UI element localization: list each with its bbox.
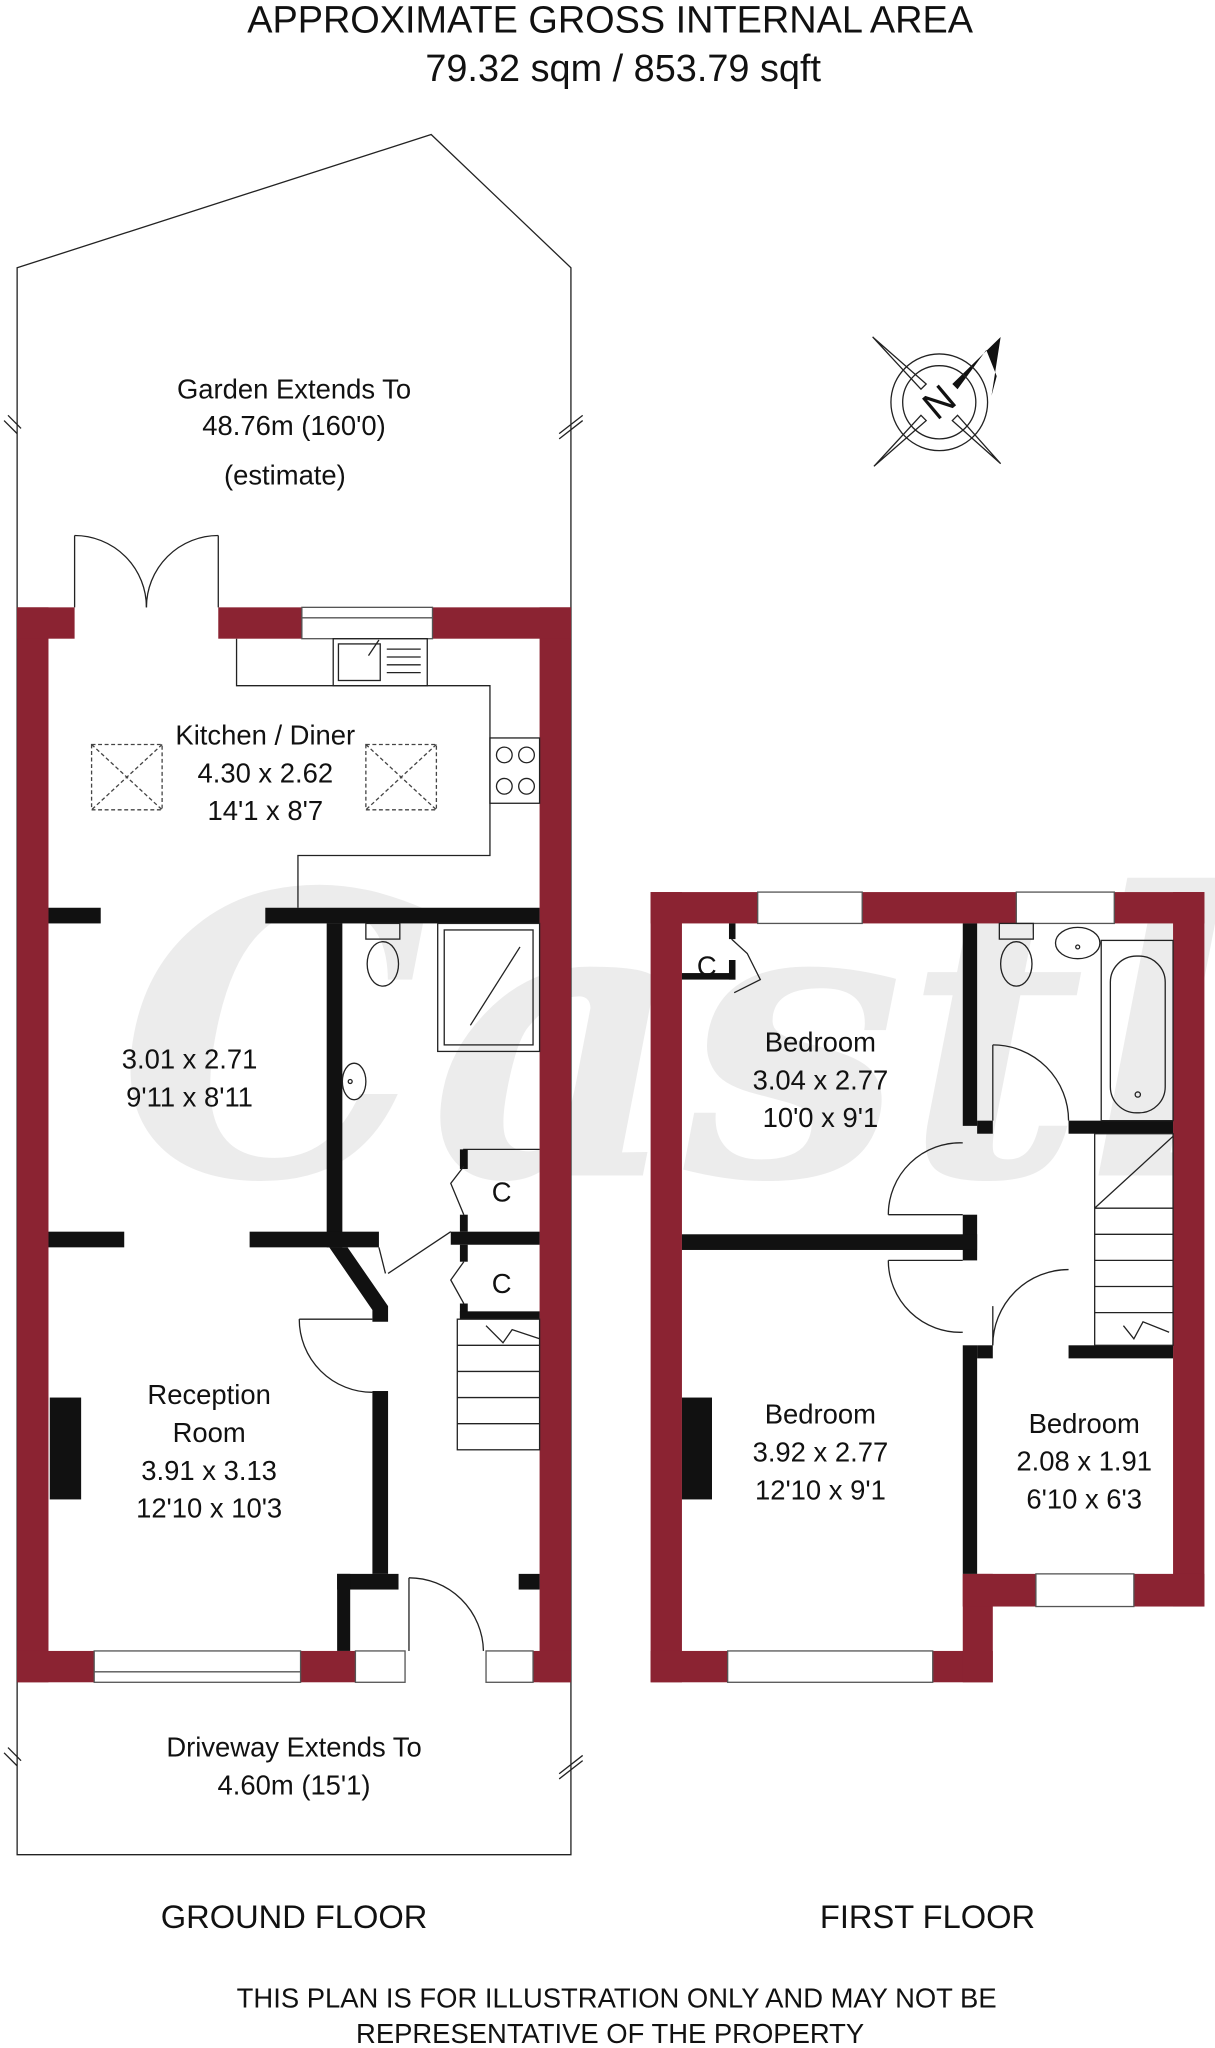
svg-text:Room: Room xyxy=(173,1417,246,1448)
driveway-label: Driveway Extends To 4.60m (15'1) xyxy=(166,1732,421,1801)
svg-text:Bedroom: Bedroom xyxy=(765,1026,876,1057)
svg-text:4.30 x 2.62: 4.30 x 2.62 xyxy=(197,757,333,788)
svg-text:C: C xyxy=(697,951,717,982)
svg-text:Kitchen / Diner: Kitchen / Diner xyxy=(175,719,355,750)
toilet-icon xyxy=(998,922,1034,987)
reception-label: Reception Room 3.91 x 3.13 12'10 x 10'3 xyxy=(136,1379,282,1524)
svg-text:2.08 x 1.91: 2.08 x 1.91 xyxy=(1016,1446,1152,1477)
ground-floor: Kitchen / Diner 4.30 x 2.62 14'1 x 8'7 C xyxy=(17,534,571,1801)
svg-text:3.01 x 2.71: 3.01 x 2.71 xyxy=(122,1043,258,1074)
garden-label: Garden Extends To 48.76m (160'0) (estima… xyxy=(177,373,411,490)
svg-text:Reception: Reception xyxy=(147,1379,270,1410)
ground-floor-label: GROUND FLOOR xyxy=(161,1898,428,1935)
door[interactable] xyxy=(887,1142,963,1216)
basin-icon xyxy=(1054,926,1101,960)
sink-icon xyxy=(332,638,428,687)
svg-text:Bedroom: Bedroom xyxy=(765,1399,876,1430)
svg-text:12'10 x 10'3: 12'10 x 10'3 xyxy=(136,1493,282,1524)
window xyxy=(1035,1573,1135,1608)
svg-text:4.60m (15'1): 4.60m (15'1) xyxy=(218,1770,371,1801)
svg-text:10'0 x 9'1: 10'0 x 9'1 xyxy=(763,1102,879,1133)
door[interactable] xyxy=(992,1268,1069,1346)
door[interactable] xyxy=(887,1259,963,1333)
svg-text:12'10 x 9'1: 12'10 x 9'1 xyxy=(755,1474,886,1505)
svg-text:3.92 x 2.77: 3.92 x 2.77 xyxy=(753,1437,889,1468)
svg-text:(estimate): (estimate) xyxy=(224,460,346,491)
window xyxy=(301,606,434,640)
window xyxy=(757,891,863,925)
svg-text:Bedroom: Bedroom xyxy=(1029,1408,1140,1439)
hob-icon xyxy=(489,737,541,804)
front-door[interactable] xyxy=(408,1577,485,1651)
door[interactable] xyxy=(378,1247,387,1274)
bath-icon xyxy=(1100,939,1174,1122)
kitchen-label: Kitchen / Diner 4.30 x 2.62 14'1 x 8'7 xyxy=(175,719,355,826)
bedroom-1-label: Bedroom 3.04 x 2.77 10'0 x 9'1 xyxy=(753,1026,889,1133)
disclaimer-line-1: THIS PLAN IS FOR ILLUSTRATION ONLY AND M… xyxy=(237,1983,997,2014)
svg-text:C: C xyxy=(492,1177,512,1208)
svg-text:3.91 x 3.13: 3.91 x 3.13 xyxy=(141,1455,277,1486)
first-floor: C xyxy=(650,891,1205,1683)
window xyxy=(1015,891,1115,925)
svg-text:3.04 x 2.77: 3.04 x 2.77 xyxy=(753,1064,889,1095)
svg-text:Garden Extends To: Garden Extends To xyxy=(177,373,411,404)
svg-text:9'11 x 8'11: 9'11 x 8'11 xyxy=(126,1081,253,1112)
svg-text:14'1 x 8'7: 14'1 x 8'7 xyxy=(207,795,323,826)
cupboard[interactable]: C xyxy=(449,1244,540,1320)
break-marks xyxy=(3,414,584,1780)
bedroom-2-label: Bedroom 3.92 x 2.77 12'10 x 9'1 xyxy=(753,1399,889,1506)
gross-area: 79.32 sqm / 853.79 sqft xyxy=(425,48,821,90)
french-doors[interactable] xyxy=(73,534,219,608)
skylight-icon xyxy=(90,743,438,811)
basin-icon xyxy=(341,1062,367,1101)
dining-label: 3.01 x 2.71 9'11 x 8'11 xyxy=(122,1043,258,1112)
toilet-icon xyxy=(365,922,401,987)
window xyxy=(727,1650,934,1683)
shower-icon xyxy=(437,922,541,1053)
svg-text:Driveway Extends To: Driveway Extends To xyxy=(166,1732,421,1763)
cupboard[interactable]: C xyxy=(681,923,762,994)
staircase xyxy=(1094,1133,1174,1346)
first-floor-label: FIRST FLOOR xyxy=(820,1898,1035,1935)
fireplace xyxy=(49,1397,82,1500)
cupboard[interactable]: C xyxy=(450,1148,540,1232)
staircase xyxy=(456,1318,541,1451)
door[interactable] xyxy=(298,1318,373,1393)
svg-text:48.76m (160'0): 48.76m (160'0) xyxy=(202,410,385,441)
disclaimer-line-2: REPRESENTATIVE OF THE PROPERTY xyxy=(356,2018,864,2048)
plan-title: APPROXIMATE GROSS INTERNAL AREA xyxy=(247,0,974,42)
bedroom-3-label: Bedroom 2.08 x 1.91 6'10 x 6'3 xyxy=(1016,1408,1152,1515)
window xyxy=(93,1650,302,1683)
svg-text:6'10 x 6'3: 6'10 x 6'3 xyxy=(1026,1484,1142,1515)
svg-text:C: C xyxy=(492,1268,512,1299)
compass-icon: N xyxy=(872,336,1002,467)
door[interactable] xyxy=(992,1044,1070,1121)
fireplace xyxy=(681,1397,712,1500)
